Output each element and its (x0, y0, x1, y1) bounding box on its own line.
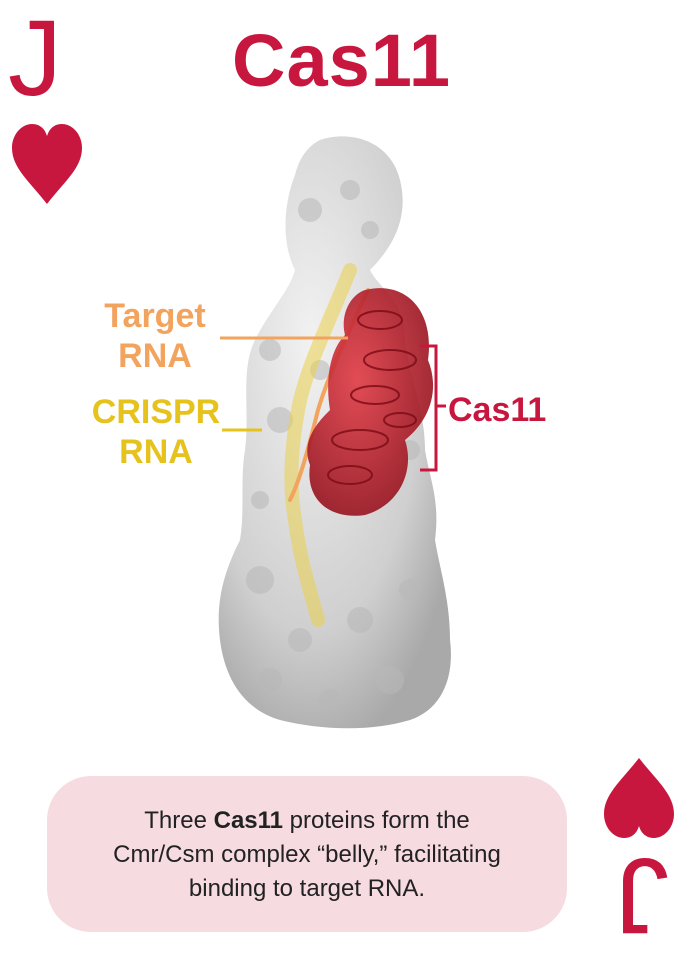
page-title: Cas11 (232, 19, 451, 102)
target-rna-label-line1: Target (104, 297, 206, 335)
heart-suit-icon (12, 124, 82, 204)
card-rank-bottom: J (615, 836, 669, 957)
protein-structure-illustration (218, 136, 451, 729)
caption-text: Three Cas11 proteins form the Cmr/Csm co… (107, 804, 507, 906)
target-rna-label: Target RNA (90, 296, 220, 376)
caption-pre: Three (144, 807, 214, 834)
cas11-label: Cas11 (448, 391, 547, 429)
caption-box: Three Cas11 proteins form the Cmr/Csm co… (47, 776, 567, 932)
card-rank-top: J (8, 0, 62, 118)
crispr-rna-label-line1: CRISPR (91, 393, 221, 431)
caption-post: proteins form the Cmr/Csm complex “belly… (113, 807, 501, 902)
crispr-rna-label: CRISPR RNA (76, 392, 236, 472)
heart-suit-icon-bottom (604, 758, 674, 838)
target-rna-label-line2: RNA (118, 337, 192, 375)
caption-bold: Cas11 (213, 807, 284, 834)
crispr-rna-label-line2: RNA (119, 433, 193, 471)
